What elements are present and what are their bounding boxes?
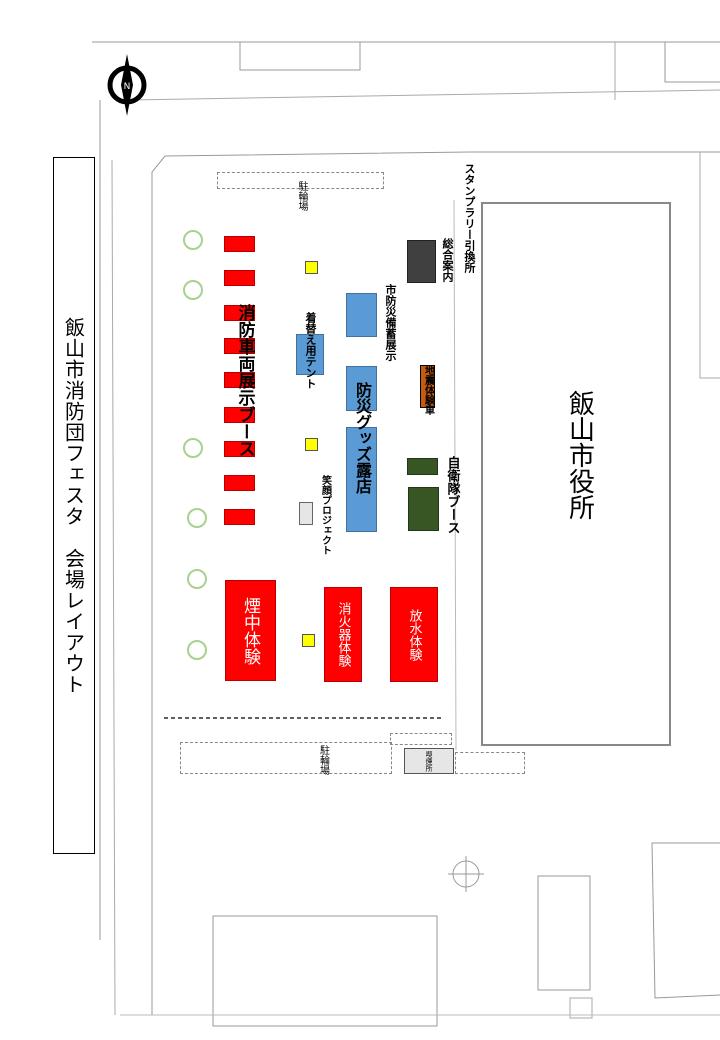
sdf-booth-large xyxy=(408,487,439,531)
changing-tent xyxy=(296,334,324,375)
parking-area-bottom-right xyxy=(455,752,525,774)
city-disaster-display-label: 市防災備蓄展示 xyxy=(384,283,397,361)
disaster-goods-shop-label: 防災グッズ露店 xyxy=(353,381,372,494)
yellow-marker xyxy=(305,438,318,451)
smile-project-booth xyxy=(299,502,313,525)
fire-truck-slot xyxy=(224,338,255,354)
tree-icon xyxy=(187,508,207,528)
north-arrow-icon: N xyxy=(107,54,147,116)
fire-truck-slot xyxy=(224,441,255,457)
tree-icon xyxy=(187,640,207,660)
fire-truck-slot xyxy=(224,270,255,286)
water-experience-booth: 放水体験 xyxy=(390,587,438,682)
stamp-rally-label: スタンプラリー引換所 xyxy=(463,162,476,273)
changing-tent-label: 着替え用テント xyxy=(304,311,317,389)
parking-label-top: 駐輪場 xyxy=(296,181,307,211)
earthquake-truck xyxy=(420,365,435,408)
compass-letter: N xyxy=(124,82,131,92)
tree-icon xyxy=(183,280,203,300)
fire-truck-slot xyxy=(224,509,255,525)
sdf-booth-small xyxy=(407,458,438,475)
parking-area-bottom-ext xyxy=(390,733,452,745)
tree-icon xyxy=(187,569,207,589)
extinguisher-experience-booth: 消火器体験 xyxy=(324,587,362,682)
fire-truck-slot xyxy=(224,305,255,321)
sdf-booth-label: 自衛隊ブース xyxy=(444,456,460,534)
smoking-area: 喫煙所 xyxy=(404,748,454,774)
title-banner: 飯山市消防団フェスタ 会場レイアウト xyxy=(53,157,95,854)
city-hall-label: 飯山市役所 xyxy=(564,390,595,520)
yellow-marker xyxy=(305,261,318,274)
parking-area-top xyxy=(217,172,384,189)
fire-truck-slot xyxy=(224,236,255,252)
parking-label-bottom: 駐輪場 xyxy=(317,745,329,775)
earthquake-truck-label: 地震体験車 xyxy=(422,365,434,415)
smile-project-label: 笑顔プロジェクト xyxy=(319,474,331,555)
info-desk-booth xyxy=(407,240,436,283)
disaster-goods-block xyxy=(346,293,377,337)
smoke-experience-booth: 煙中体験 xyxy=(225,580,276,681)
info-desk-label: 総合案内 xyxy=(441,238,454,282)
city-hall-building xyxy=(481,202,671,746)
parking-area-bottom xyxy=(180,742,392,774)
tree-icon xyxy=(183,438,203,458)
disaster-goods-block xyxy=(346,366,377,411)
fire-truck-slot xyxy=(224,407,255,423)
tree-icon xyxy=(183,230,203,250)
tree-row xyxy=(183,230,207,660)
yellow-marker xyxy=(302,634,315,647)
fire-truck-slot xyxy=(224,372,255,388)
fire-truck-booth-label: 消防車両展示ブース xyxy=(234,303,255,457)
fire-truck-slot xyxy=(224,475,255,491)
disaster-goods-block xyxy=(346,427,377,532)
